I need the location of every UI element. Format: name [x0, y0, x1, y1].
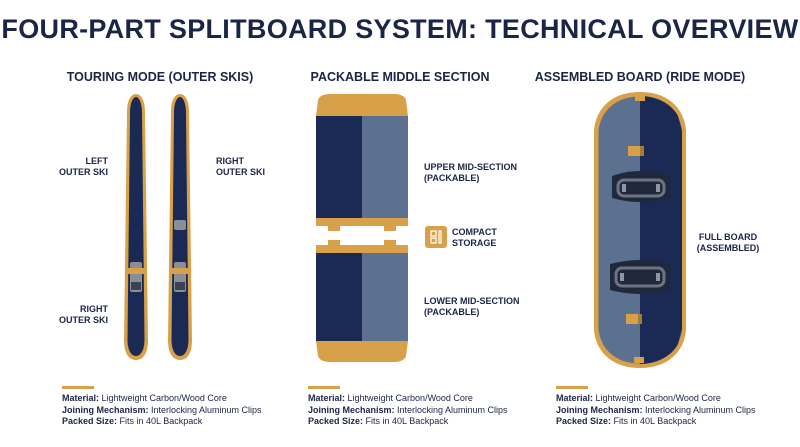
accent-bar	[556, 386, 588, 389]
spec-material: Material: Lightweight Carbon/Wood Core	[308, 393, 473, 403]
lower-binding	[610, 260, 670, 294]
accent-bar	[62, 386, 94, 389]
panel-title-touring: TOURING MODE (OUTER SKIS)	[66, 70, 254, 84]
upper-binding	[612, 171, 670, 202]
upper-mid-section	[316, 94, 408, 231]
accent-bar	[308, 386, 340, 389]
spec-material: Material: Lightweight Carbon/Wood Core	[62, 393, 227, 403]
spec-packed: Packed Size: Fits in 40L Backpack	[556, 416, 697, 426]
spec-joining: Joining Mechanism: Interlocking Aluminum…	[62, 404, 262, 415]
assembled-board	[594, 92, 686, 368]
label-upper-mid-section: UPPER MID-SECTION (PACKABLE)	[424, 162, 518, 183]
left-outer-ski	[124, 94, 148, 360]
specs-middle: Material: Lightweight Carbon/Wood Core J…	[308, 386, 548, 428]
lower-mid-section	[316, 240, 408, 362]
label-compact-storage: COMPACT STORAGE	[452, 227, 497, 248]
spec-packed: Packed Size: Fits in 40L Backpack	[62, 416, 203, 426]
spec-material: Material: Lightweight Carbon/Wood Core	[556, 393, 721, 403]
spec-packed: Packed Size: Fits in 40L Backpack	[308, 416, 449, 426]
specs-touring: Material: Lightweight Carbon/Wood Core J…	[62, 386, 302, 428]
label-right-outer-ski-top: RIGHT OUTER SKI	[216, 156, 266, 177]
right-outer-ski	[168, 94, 192, 360]
spec-joining: Joining Mechanism: Interlocking Aluminum…	[556, 404, 756, 415]
panel-title-middle: PACKABLE MIDDLE SECTION	[310, 70, 490, 84]
label-full-board: FULL BOARD (ASSEMBLED)	[696, 232, 760, 253]
label-left-outer-ski: LEFT OUTER SKI	[58, 156, 108, 177]
panel-title-assembled: ASSEMBLED BOARD (RIDE MODE)	[534, 70, 746, 84]
backpack-icon	[425, 226, 447, 248]
page-title: FOUR-PART SPLITBOARD SYSTEM: TECHNICAL O…	[1, 14, 799, 44]
spec-joining: Joining Mechanism: Interlocking Aluminum…	[308, 404, 508, 415]
label-lower-mid-section: LOWER MID-SECTION (PACKABLE)	[424, 296, 520, 317]
label-right-outer-ski-bottom: RIGHT OUTER SKI	[58, 304, 108, 325]
specs-assembled: Material: Lightweight Carbon/Wood Core J…	[556, 386, 796, 428]
